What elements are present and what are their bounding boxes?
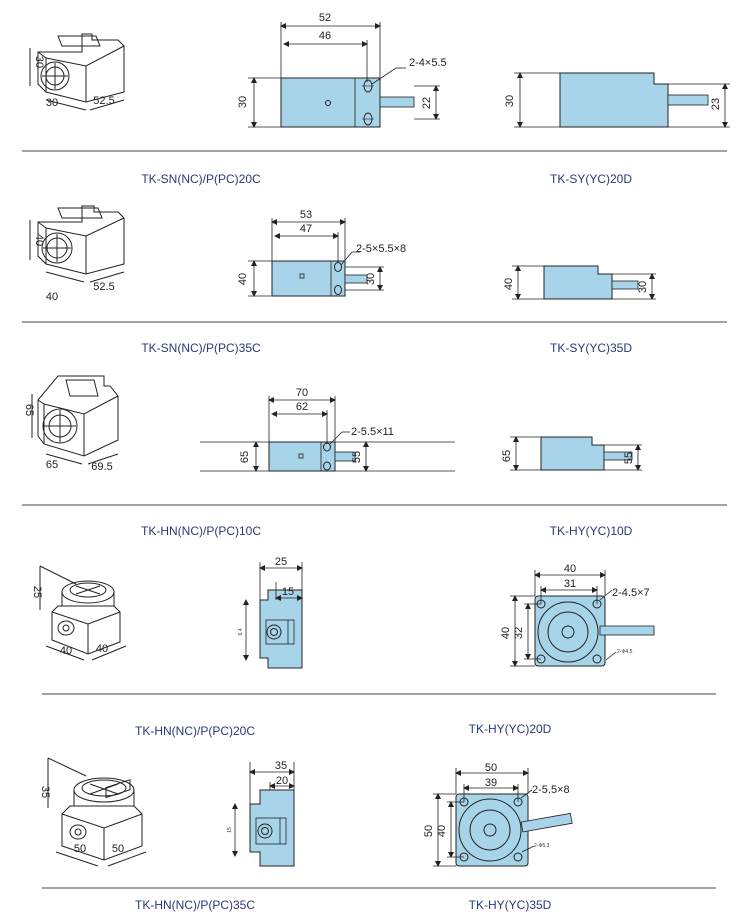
row-3: 65 65 69.5 70 62 65 55 2-5.5×11 [23,375,642,538]
top-view-4 [534,595,655,667]
top-dim-4-h-outer: 40 [500,627,512,639]
iso-view-5 [47,757,147,867]
iso-view-3 [31,375,119,465]
front-dim-2-w-inner: 47 [300,223,312,235]
front-view-3 [200,441,455,472]
top-view-5 [455,793,573,867]
caption-2-right: TK-SY(YC)35D [550,341,632,355]
side-dim-3-h: 65 [501,450,513,462]
iso-dim-5a: 35 [39,786,51,798]
side-profile-dims-5 [232,762,295,857]
front-view-2 [271,260,368,297]
front-dim-1-w-inner: 46 [319,30,331,42]
iso-dim-5c: 50 [112,843,124,855]
side-profile-dim-5-w-inner: 20 [276,775,288,787]
separator-rules [22,150,727,889]
top-dim-4-w-inner: 31 [564,578,576,590]
top-dim-5-tiny: 2-Φ5.3 [534,843,550,849]
front-dims-1 [248,22,440,128]
top-dim-4-tiny: 2-Φ4.5 [617,649,633,655]
side-dim-3-h-inner: 55 [623,452,635,464]
top-dim-5-h-outer: 50 [423,825,435,837]
side-dim-2-h: 40 [503,278,515,290]
iso-dim-3b: 65 [46,459,58,471]
front-dim-1-h-inner: 22 [421,97,433,109]
front-dim-2-w-outer: 53 [300,209,312,221]
side-dim-1-h: 30 [504,95,516,107]
side-profile-4 [259,589,303,669]
front-view-1 [280,77,415,128]
iso-view-4 [39,565,127,661]
iso-dim-4b: 40 [60,645,72,657]
front-dim-1-h: 30 [237,96,249,108]
front-dim-2-h-inner: 30 [365,273,377,285]
row-1: 30 30 52.5 52 [29,12,730,186]
caption-1-left: TK-SN(NC)/P(PC)20C [141,172,261,186]
caption-5-left: TK-HN(NC)/P(PC)35C [135,898,255,912]
row-4: 25 40 40 25 15 6.4 [31,556,655,738]
top-dim-4-h-inner: 32 [513,627,525,639]
side-profile-dim-4-w-inner: 15 [282,586,294,598]
iso-dim-3c: 69.5 [91,461,112,473]
iso-view-1 [29,33,125,111]
top-dim-5-w-inner: 39 [485,777,497,789]
side-dims-2 [512,265,656,300]
front-dim-1-hole: 2-4×5.5 [409,57,447,69]
front-dim-3-w-outer: 70 [296,387,308,399]
iso-dim-4c: 40 [96,643,108,655]
front-dim-2-hole: 2-5×5.5×8 [356,243,406,255]
top-dim-5-h-inner: 40 [436,825,448,837]
front-dims-3 [253,396,369,472]
side-view-1 [559,72,709,128]
top-dim-4-hole: 2-4.5×7 [612,587,650,599]
front-dim-2-h: 40 [237,273,249,285]
iso-dim-2a: 40 [33,234,45,246]
side-view-3 [540,436,633,471]
side-view-2 [543,265,639,300]
side-profile-dims-4 [243,562,303,661]
row-5: 35 50 50 35 20 15 [39,757,573,912]
side-dims-3 [510,436,642,471]
top-dim-4-w-outer: 40 [564,563,576,575]
iso-view-2 [29,205,125,283]
side-profile-dim-5-v: 15 [227,827,233,833]
iso-dim-4a: 25 [31,586,43,598]
iso-dim-3a: 65 [23,404,35,416]
front-dim-3-h: 65 [239,451,251,463]
caption-4-right: TK-HY(YC)20D [469,722,552,736]
row-2: 40 40 52.5 53 47 40 30 [29,205,656,355]
top-dim-5-w-outer: 50 [485,762,497,774]
front-dim-1-w-outer: 52 [319,12,331,24]
front-dim-3-h-inner: 55 [351,451,363,463]
top-view-dims-4 [510,570,617,667]
caption-5-right: TK-HY(YC)35D [469,898,552,912]
top-dim-5-hole: 2-5.5×8 [532,784,570,796]
iso-dim-1b: 30 [46,97,58,109]
front-dim-3-w-inner: 62 [296,401,308,413]
side-profile-dim-4-v: 6.4 [238,628,244,635]
caption-4-left: TK-HN(NC)/P(PC)20C [135,724,255,738]
side-profile-dim-5-w-outer: 35 [275,760,287,772]
iso-dim-5b: 50 [74,843,86,855]
caption-3-left: TK-HN(NC)/P(PC)10C [141,524,261,538]
side-profile-5 [249,789,295,867]
iso-dim-2c: 52.5 [93,281,114,293]
side-dims-1 [514,72,730,128]
side-dim-1-h-inner: 23 [710,98,722,110]
top-view-dims-5 [433,768,535,867]
side-profile-dim-4-w-outer: 25 [275,556,287,568]
front-dims-2 [248,218,384,297]
caption-2-left: TK-SN(NC)/P(PC)35C [141,341,261,355]
caption-3-right: TK-HY(YC)10D [550,524,633,538]
iso-dim-1c: 52.5 [93,95,114,107]
front-dim-3-hole: 2-5.5×11 [351,426,394,438]
iso-dim-1a: 30 [33,56,45,68]
side-dim-2-h-inner: 30 [637,281,649,293]
iso-dim-2b: 40 [46,291,58,303]
caption-1-right: TK-SY(YC)20D [550,172,632,186]
